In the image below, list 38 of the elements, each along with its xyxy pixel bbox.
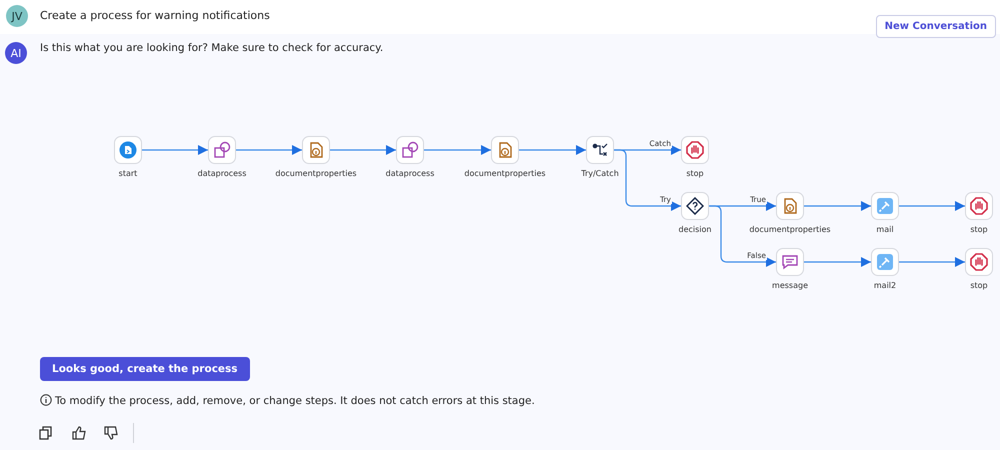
info-note: To modify the process, add, remove, or change steps. It does not catch errors at this stage.	[55, 395, 535, 407]
connector-arrow	[142, 145, 208, 155]
step-label: stop	[686, 169, 704, 179]
step-label: mail2	[874, 281, 896, 291]
process-step	[965, 248, 993, 291]
step-label: message	[772, 281, 808, 291]
connector-arrow	[709, 205, 776, 267]
connector-arrow	[899, 257, 965, 267]
assistant-message: Is this what you are looking for? Make sure to check for accuracy.	[40, 42, 384, 54]
process-step	[114, 136, 142, 179]
step-label: stop	[970, 281, 988, 291]
step-label: start	[118, 169, 138, 179]
assistant-avatar: AI	[5, 42, 27, 64]
process-step	[871, 248, 899, 291]
step-label: decision	[678, 225, 712, 235]
user-message: Create a process for warning notifications	[40, 9, 270, 22]
process-step	[681, 192, 709, 235]
step-label: Try/Catch	[581, 169, 619, 179]
step-label: mail	[876, 225, 894, 235]
new-conversation-button: New Conversation	[876, 15, 996, 38]
connector-arrow	[804, 257, 871, 267]
process-step	[681, 136, 709, 179]
connector-arrow	[330, 145, 396, 155]
step-label: stop	[970, 225, 988, 235]
connector-arrow	[424, 145, 491, 155]
step-label: dataprocess	[386, 169, 434, 179]
connector-arrow	[236, 145, 302, 155]
connector-arrow	[804, 201, 871, 211]
step-label: documentproperties	[275, 169, 357, 179]
step-label: documentproperties	[464, 169, 546, 179]
process-step	[965, 192, 993, 235]
step-label: dataprocess	[198, 169, 246, 179]
connector-arrow	[519, 145, 586, 155]
step-label: documentproperties	[749, 225, 831, 235]
create-process-button: Looks good, create the process	[40, 357, 250, 381]
connector-arrow	[899, 201, 965, 211]
process-step	[871, 192, 899, 235]
connector-arrow	[614, 149, 681, 211]
